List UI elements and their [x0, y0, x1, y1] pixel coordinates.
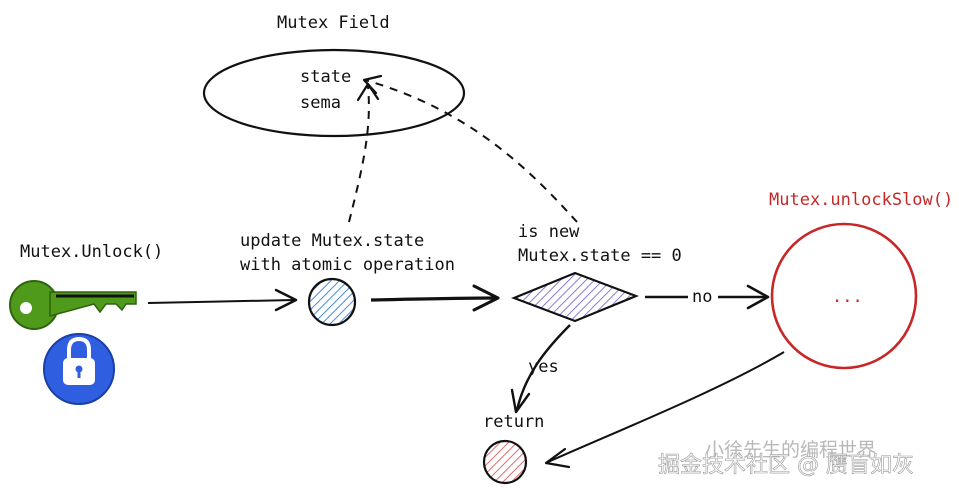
dashed-arrow-update-to-state: [348, 82, 380, 223]
arrow-unlock-slow-to-return: [544, 351, 785, 469]
return-label: return: [483, 412, 544, 432]
return-node: [482, 439, 528, 485]
update-step-line1: update Mutex.state: [240, 231, 424, 251]
unlock-slow-circle: [770, 222, 918, 370]
update-step-group: update Mutex.state with atomic operation: [240, 231, 455, 327]
mutex-field-title: Mutex Field: [277, 13, 390, 33]
unlock-slow-body: ...: [832, 287, 863, 307]
update-step-node: [307, 277, 357, 327]
decision-group: is new Mutex.state == 0: [510, 222, 682, 323]
lock-icon: [43, 333, 115, 405]
update-step-line2: with atomic operation: [240, 255, 455, 275]
arrow-decision-no: no: [645, 284, 770, 310]
decision-line2: Mutex.state == 0: [518, 246, 682, 266]
unlock-title: Mutex.Unlock(): [20, 242, 163, 262]
arrow-decision-yes: yes: [510, 324, 571, 414]
watermark: 小徐先生的编程世界 掘金技术社区 @ 赝盲如灰: [658, 439, 915, 478]
decision-diamond: [510, 271, 640, 323]
unlock-group: Mutex.Unlock(): [9, 242, 163, 405]
mutex-field-ellipse: [202, 48, 466, 138]
dashed-arrow-decision-to-state: [362, 74, 578, 223]
mutex-field-group: Mutex Field state sema: [202, 13, 466, 138]
watermark-line1: 小徐先生的编程世界: [705, 439, 876, 461]
key-icon: [9, 280, 137, 330]
arrow-update-to-decision: [370, 284, 500, 312]
watermark-line2: 掘金技术社区 @ 赝盲如灰: [658, 453, 914, 478]
mutex-field-state: state: [300, 67, 351, 87]
arrow-unlock-to-update: [147, 288, 298, 312]
decision-line1: is new: [518, 222, 580, 242]
unlock-slow-group: Mutex.unlockSlow() ...: [769, 190, 953, 370]
mutex-field-sema: sema: [300, 93, 341, 113]
decision-no-label: no: [692, 287, 712, 307]
decision-yes-label: yes: [528, 357, 559, 377]
unlock-slow-title: Mutex.unlockSlow(): [769, 190, 953, 210]
return-group: return: [482, 412, 544, 485]
